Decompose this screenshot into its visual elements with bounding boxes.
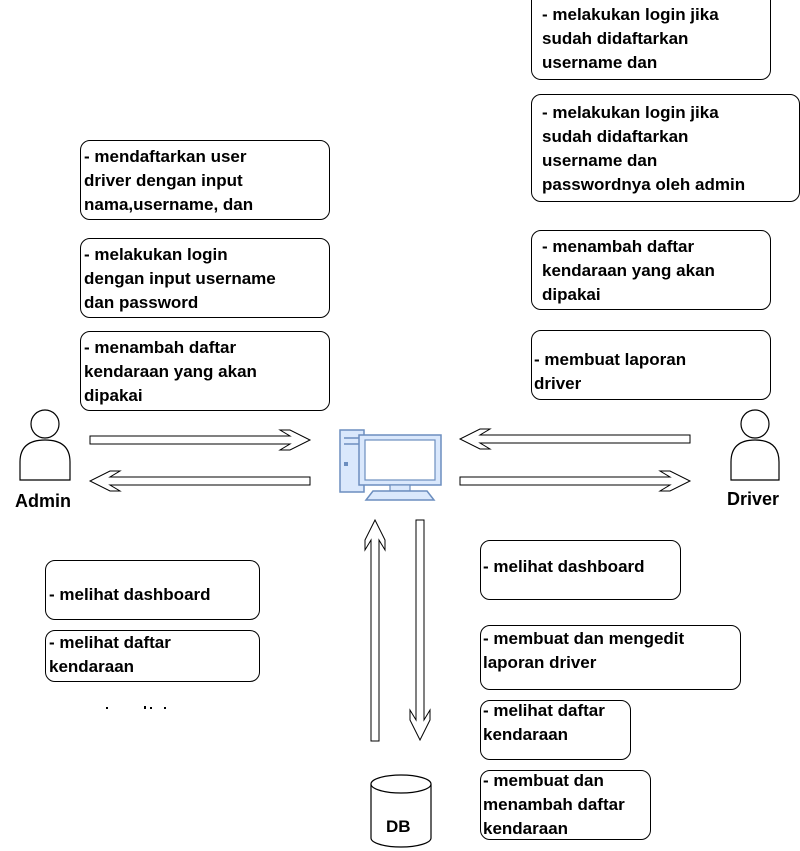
admin-input-text: - mendaftarkan user driver dengan input …	[84, 147, 254, 214]
arrow-system-to-admin	[88, 470, 311, 492]
admin-label: Admin	[15, 491, 71, 511]
driver-input-box-4: - membuat laporan driver	[531, 330, 771, 400]
admin-input-text: - melakukan login dengan input username …	[84, 245, 276, 312]
admin-input-box-3: - menambah daftar kendaraan yang akan di…	[80, 331, 330, 411]
driver-input-box-3: - menambah daftar kendaraan yang akan di…	[531, 230, 771, 310]
driver-input-text: - melakukan login jika sudah didaftarkan…	[542, 103, 746, 194]
computer-icon	[339, 429, 442, 501]
admin-output-text: - melihat daftar kendaraan	[49, 633, 171, 676]
driver-output-box-1: - melihat dashboard	[480, 540, 681, 600]
driver-user-icon	[730, 409, 780, 481]
driver-input-text: - melakukan login jika sudah didaftarkan…	[542, 5, 719, 72]
driver-input-box-2: - melakukan login jika sudah didaftarkan…	[531, 94, 800, 202]
arrow-system-to-driver	[459, 470, 692, 492]
driver-input-text: - menambah daftar kendaraan yang akan di…	[542, 237, 715, 304]
driver-output-box-3: - melihat daftar kendaraan	[480, 700, 631, 760]
admin-input-text: - menambah daftar kendaraan yang akan di…	[84, 338, 257, 405]
admin-user-icon	[19, 409, 71, 481]
driver-output-text: - melihat daftar kendaraan	[483, 701, 605, 744]
driver-input-text: - membuat laporan driver	[534, 350, 687, 393]
driver-output-text: - membuat dan mengedit laporan driver	[483, 629, 685, 672]
admin-input-box-1: - mendaftarkan user driver dengan input …	[80, 140, 330, 220]
database-icon	[370, 774, 432, 848]
driver-output-box-2: - membuat dan mengedit laporan driver	[480, 625, 741, 690]
admin-output-box-2: - melihat daftar kendaraan	[45, 630, 260, 682]
admin-input-box-2: - melakukan login dengan input username …	[80, 238, 330, 318]
admin-output-text: - melihat dashboard	[49, 585, 211, 604]
driver-label: Driver	[727, 489, 780, 509]
arrow-db-to-system	[364, 518, 386, 742]
driver-input-box-1: - melakukan login jika sudah didaftarkan…	[531, 0, 771, 80]
arrow-system-to-db	[409, 519, 431, 742]
driver-output-text: - melihat dashboard	[483, 557, 645, 576]
arrow-admin-to-system	[89, 429, 312, 451]
driver-output-text: - membuat dan menambah daftar kendaraan	[483, 771, 625, 838]
admin-output-box-1: - melihat dashboard	[45, 560, 260, 620]
db-label: DB	[386, 817, 411, 836]
driver-output-box-4: - membuat dan menambah daftar kendaraan	[480, 770, 651, 840]
stray-marks	[106, 706, 166, 709]
arrow-driver-to-system	[458, 428, 691, 450]
